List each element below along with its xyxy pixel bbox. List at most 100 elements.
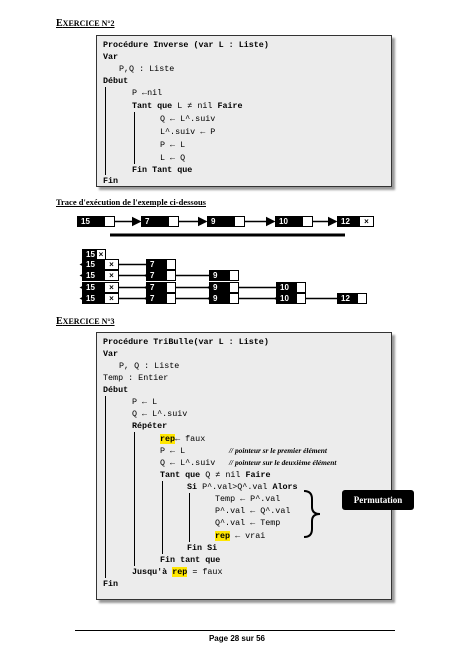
inverse-procedure-box: Procédure Inverse (var L : Liste) Var P,… (96, 35, 392, 187)
node-pointer (104, 216, 115, 227)
code-line: Temp ← P^.val (215, 494, 281, 504)
code-line: Temp : Entier (103, 373, 169, 383)
nil-icon: × (109, 283, 114, 292)
code-line: rep ← vrai (215, 531, 266, 541)
code-line: Tant que Q ≠ nil Faire (160, 470, 271, 480)
node-value: 9 (209, 293, 229, 304)
block-line (134, 432, 135, 566)
code-line: Début (103, 385, 129, 395)
tribulle-procedure-box: Procédure TriBulle(var L : Liste) Var P,… (96, 332, 392, 600)
node-value: 7 (146, 270, 166, 281)
brace-icon (303, 490, 321, 538)
exercise-3-heading: EXERCICE N°3 (56, 316, 115, 327)
code-line: P ←nil (132, 88, 163, 98)
node-value: 7 (141, 216, 168, 227)
node-pointer (302, 216, 313, 227)
code-line: Fin (103, 176, 119, 186)
heading-initial: E (56, 18, 63, 29)
node-value: 15 (82, 249, 96, 260)
node-value: 12 (337, 216, 359, 227)
code-line: Jusqu'à rep = faux (132, 567, 223, 577)
code-line: rep← faux (160, 434, 206, 444)
node-pointer: × (359, 216, 374, 227)
node-pointer (166, 293, 176, 304)
node-pointer (234, 216, 245, 227)
code-line: Q ← L^.suiv (160, 114, 216, 124)
node-value: 15 (82, 293, 104, 304)
code-line: Fin (103, 579, 119, 589)
node-value: 10 (276, 282, 296, 293)
exercise-2-heading: EXERCICE N°2 (56, 18, 115, 29)
heading-initial: E (56, 316, 63, 327)
node-pointer (166, 282, 176, 293)
node-pointer: × (104, 259, 119, 270)
block-line (162, 481, 163, 554)
node-pointer (229, 270, 239, 281)
code-line: Procédure Inverse (var L : Liste) (103, 40, 269, 50)
code-line: Q^.val ← Temp (215, 518, 281, 528)
node-pointer: × (104, 270, 119, 281)
nil-icon: × (109, 271, 114, 280)
node-pointer (296, 282, 306, 293)
code-line: P, Q : Liste (119, 361, 180, 371)
rep-highlight: rep (160, 434, 176, 444)
code-line: Fin Si (187, 543, 218, 553)
node-pointer (296, 293, 306, 304)
heading-rest: XERCICE N°2 (62, 19, 115, 28)
code-line: Q ← L^.suiv (160, 458, 216, 468)
block-line (134, 112, 135, 164)
node-pointer (229, 293, 239, 304)
code-line: Q ← L^.suiv (132, 409, 188, 419)
node-value: 15 (82, 282, 104, 293)
node-value: 15 (77, 216, 104, 227)
code-line: P ← L (132, 397, 158, 407)
code-line: Répéter (132, 421, 168, 431)
node-value: 9 (209, 282, 229, 293)
node-value: 10 (276, 293, 296, 304)
code-comment: // pointeur sr le premier élément (229, 446, 327, 455)
node-pointer: × (104, 282, 119, 293)
node-value: 12 (337, 293, 357, 304)
code-line: Début (103, 76, 129, 86)
footer-divider (75, 630, 395, 631)
block-line (189, 493, 190, 542)
node-value: 9 (209, 270, 229, 281)
code-line: L^.suiv ← P (160, 127, 216, 137)
node-value: 15 (82, 259, 104, 270)
nil-icon: × (98, 250, 104, 259)
trace-title: Trace d'exécution de l'exemple ci-dessou… (56, 197, 206, 207)
nil-icon: × (364, 217, 369, 226)
code-comment: // pointeur sur le deuxième élément (229, 458, 337, 467)
rep-highlight: rep (172, 567, 188, 577)
code-line: Si P^.val>Q^.val Alors (187, 482, 298, 492)
node-pointer (168, 216, 179, 227)
code-line: P,Q : Liste (119, 64, 175, 74)
code-line: Procédure TriBulle(var L : Liste) (103, 337, 269, 347)
node-pointer (357, 293, 367, 304)
nil-icon: × (109, 260, 114, 269)
node-value: 7 (146, 282, 166, 293)
heading-rest: XERCICE N°3 (62, 317, 115, 326)
node-value: 7 (146, 293, 166, 304)
code-line: P^.val ← Q^.val (215, 506, 291, 516)
code-line: L ← Q (160, 153, 186, 163)
block-line (105, 87, 106, 175)
node-pointer (166, 259, 176, 270)
code-line: P ← L (160, 140, 186, 150)
code-line: Var (103, 349, 119, 359)
block-line (105, 396, 106, 578)
permutation-badge: Permutation (342, 490, 414, 510)
nil-icon: × (109, 294, 114, 303)
node-pointer: × (104, 293, 119, 304)
node-pointer (229, 282, 239, 293)
node-pointer (166, 270, 176, 281)
code-line: P ← L (160, 446, 186, 456)
page-number: Page 28 sur 56 (208, 634, 266, 643)
node-value: 7 (146, 259, 166, 270)
code-line: Tant que L ≠ nil Faire (132, 101, 243, 111)
rep-highlight: rep (215, 531, 231, 541)
node-value: 10 (275, 216, 302, 227)
code-line: Var (103, 52, 119, 62)
node-value: 9 (207, 216, 234, 227)
